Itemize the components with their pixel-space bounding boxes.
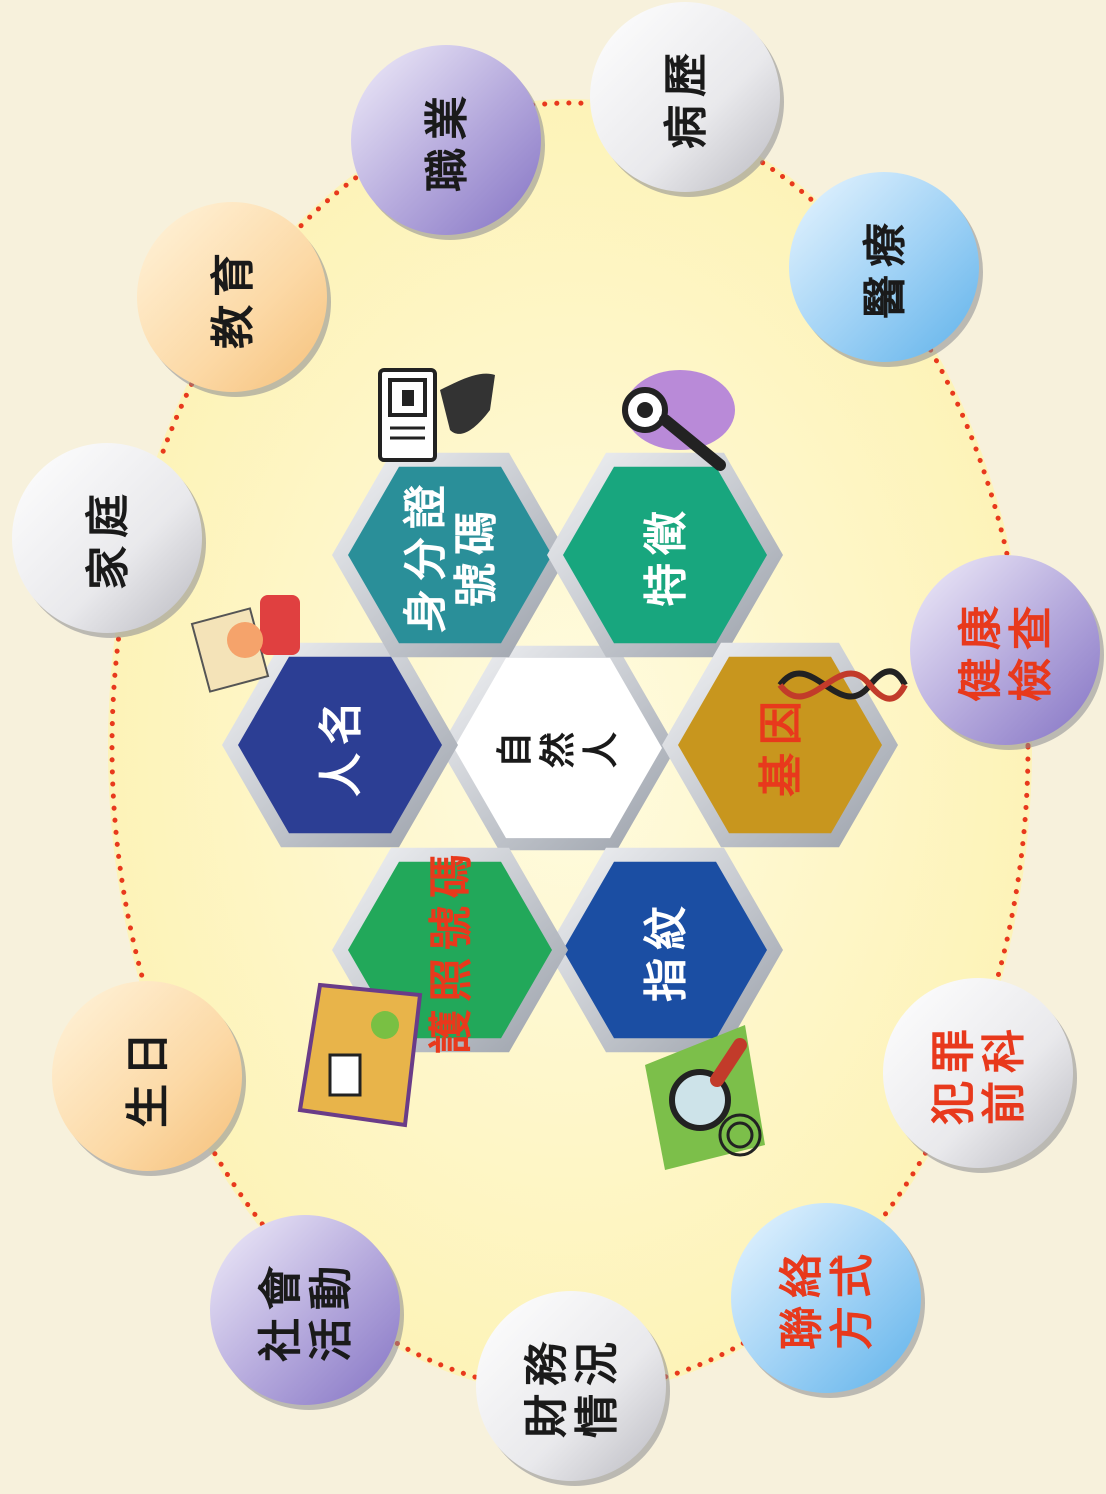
hexagon-label-fingerprint-line: 指紋 bbox=[641, 898, 692, 1002]
circle-label-medical-history-line: 病歷 bbox=[661, 45, 712, 149]
circle-label-occupation: 職業 bbox=[422, 88, 473, 192]
circle-label-birthday-line: 生日 bbox=[123, 1024, 174, 1128]
circle-contact: 聯絡方式 bbox=[731, 1203, 925, 1398]
circle-label-contact-line: 方式 bbox=[827, 1246, 878, 1350]
circle-label-contact-line: 聯絡 bbox=[777, 1246, 828, 1350]
circle-label-contact: 聯絡方式 bbox=[777, 1246, 879, 1350]
circle-disc bbox=[210, 1215, 400, 1405]
circle-label-family-line: 家庭 bbox=[83, 486, 134, 590]
hexagon-label-name: 人名 bbox=[316, 693, 367, 797]
name-card-icon bbox=[190, 595, 300, 693]
circle-label-social-line: 活動 bbox=[306, 1258, 357, 1362]
hexagon-name: 人名 bbox=[222, 642, 458, 848]
hexagon-label-id-number-line: 號碼 bbox=[451, 503, 502, 607]
hexagon-label-id-number-line: 身分證 bbox=[401, 477, 452, 633]
circle-label-criminal-record-line: 前科 bbox=[979, 1021, 1030, 1125]
circle-family: 家庭 bbox=[12, 443, 206, 638]
circle-disc bbox=[590, 2, 780, 192]
circle-label-occupation-line: 職業 bbox=[422, 88, 473, 192]
hexagon-label-features-line: 特徵 bbox=[641, 503, 692, 607]
hexagon-face bbox=[563, 861, 767, 1039]
id-card-icon bbox=[378, 368, 495, 462]
circle-label-finance-line: 財務 bbox=[522, 1334, 573, 1438]
circle-label-birthday: 生日 bbox=[123, 1024, 174, 1128]
hexagon-features: 特徵 bbox=[547, 452, 783, 658]
circle-label-education: 教育 bbox=[208, 245, 259, 349]
fingerprint-magnifier-icon bbox=[645, 1025, 765, 1170]
center-label: 自然人 bbox=[494, 732, 622, 768]
hexagon-face bbox=[348, 466, 552, 644]
circle-disc bbox=[351, 45, 541, 235]
hexagon-label-gene-line: 基因 bbox=[756, 693, 807, 797]
circle-label-finance-line: 情況 bbox=[572, 1334, 623, 1438]
hexagon-face bbox=[563, 466, 767, 644]
attribute-circles: 家庭 教育 職業 病歷醫療健康檢查犯罪前科聯絡方式財務情況 社會活動 生日 bbox=[12, 2, 1104, 1486]
circle-disc bbox=[137, 202, 327, 392]
hexagon-label-features: 特徵 bbox=[641, 503, 692, 607]
circle-occupation: 職業 bbox=[351, 45, 545, 240]
hexagon-face bbox=[238, 656, 442, 834]
center-char: 然 bbox=[537, 732, 579, 768]
circle-disc bbox=[12, 443, 202, 633]
circle-social: 社會活動 bbox=[210, 1215, 404, 1410]
circle-health-check: 健康檢查 bbox=[910, 555, 1104, 750]
circle-disc bbox=[883, 978, 1073, 1168]
circle-label-social-line: 社會 bbox=[256, 1258, 307, 1362]
circle-finance: 財務情況 bbox=[476, 1291, 670, 1486]
hexagon-fingerprint: 指紋 bbox=[547, 847, 783, 1053]
circle-criminal-record: 犯罪前科 bbox=[883, 978, 1077, 1173]
center-hexagon bbox=[454, 657, 662, 839]
passport-icon bbox=[297, 982, 423, 1128]
circle-label-education-line: 教育 bbox=[208, 245, 259, 349]
circle-medical-treatment: 醫療 bbox=[789, 172, 983, 367]
circle-label-health-check: 健康檢查 bbox=[956, 598, 1058, 702]
circle-label-health-check-line: 健康 bbox=[956, 598, 1007, 702]
circle-disc bbox=[910, 555, 1100, 745]
circle-education: 教育 bbox=[137, 202, 331, 397]
circle-medical-history: 病歷 bbox=[590, 2, 784, 197]
hexagon-id-number: 身分證號碼 bbox=[332, 452, 568, 658]
circle-disc bbox=[476, 1291, 666, 1481]
hexagon-label-gene: 基因 bbox=[756, 693, 807, 797]
circle-birthday: 生日 bbox=[52, 981, 246, 1176]
hexagon-label-passport: 護照號碼 bbox=[426, 846, 477, 1054]
circle-label-health-check-line: 檢查 bbox=[1006, 598, 1057, 702]
circle-label-criminal-record-line: 犯罪 bbox=[929, 1021, 980, 1125]
circle-disc bbox=[52, 981, 242, 1171]
dna-icon bbox=[777, 668, 908, 702]
circle-label-social: 社會活動 bbox=[256, 1258, 358, 1362]
circle-label-medical-treatment-line: 醫療 bbox=[860, 215, 911, 319]
center-char: 自 bbox=[494, 732, 536, 768]
circle-label-family: 家庭 bbox=[83, 486, 134, 590]
hexagon-label-fingerprint: 指紋 bbox=[641, 898, 692, 1002]
circle-disc bbox=[789, 172, 979, 362]
hexagon-label-passport-line: 護照號碼 bbox=[426, 846, 477, 1054]
circle-label-finance: 財務情況 bbox=[522, 1334, 624, 1438]
magnifier-icon bbox=[622, 370, 735, 471]
circle-label-medical-treatment: 醫療 bbox=[860, 215, 911, 319]
circle-disc bbox=[731, 1203, 921, 1393]
hexagon-cluster: 自然人人名身分證號碼特徵基因指紋護照號碼 bbox=[222, 452, 898, 1054]
hexagon-label-name-line: 人名 bbox=[316, 693, 367, 797]
center-char: 人 bbox=[580, 732, 622, 768]
hexagon-face bbox=[678, 656, 882, 834]
circle-label-medical-history: 病歷 bbox=[661, 45, 712, 149]
hexagon-label-id-number: 身分證號碼 bbox=[401, 477, 503, 633]
circle-label-criminal-record: 犯罪前科 bbox=[929, 1021, 1031, 1125]
